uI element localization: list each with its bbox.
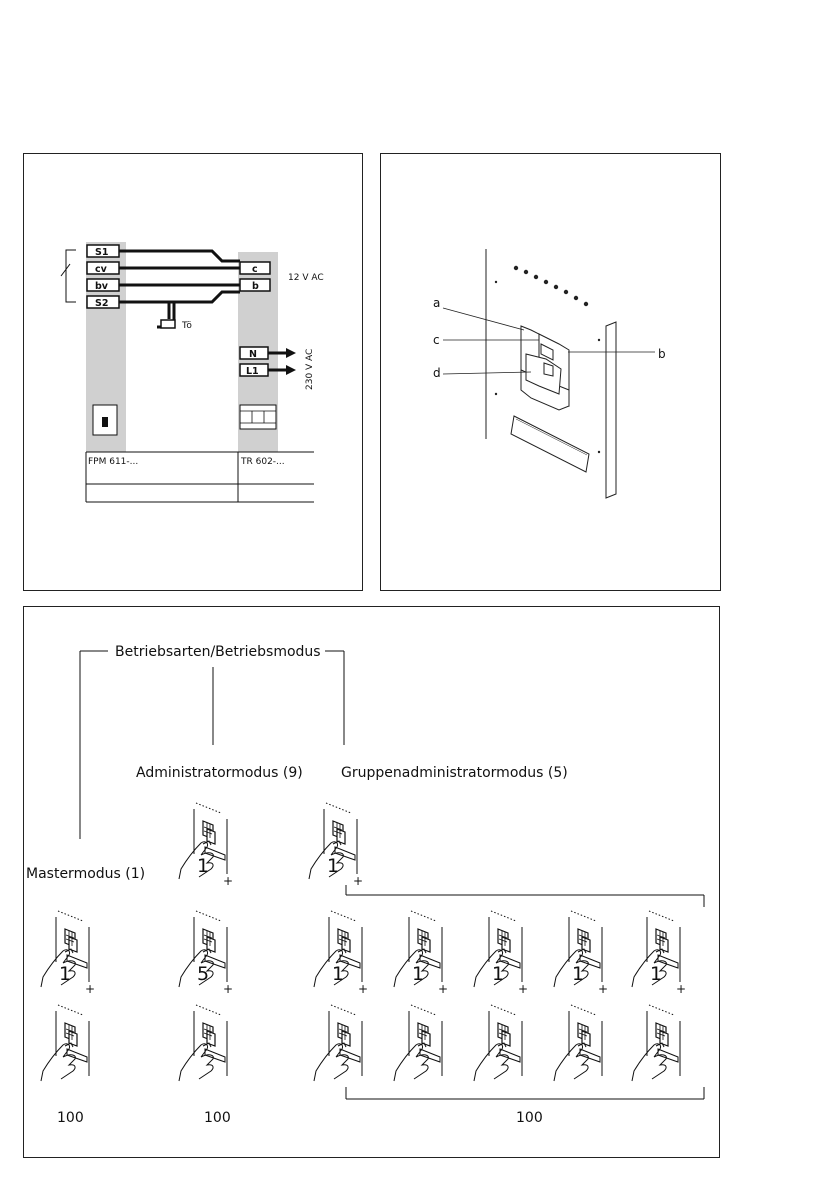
svg-text:1: 1 xyxy=(492,963,504,985)
group-hand-bottom-4 xyxy=(554,1005,602,1081)
modes-title: Betriebsarten/Betriebsmodus xyxy=(115,644,321,660)
svg-text:1: 1 xyxy=(197,855,209,877)
group-admin-mode-label: Gruppenadministratormodus (5) xyxy=(341,765,568,781)
door-opener: Tö xyxy=(161,320,192,331)
mode-tree xyxy=(80,651,704,1099)
wiring-diagram: S1 cv bv S2 c b N L1 Tö xyxy=(24,154,362,590)
label-plate xyxy=(511,416,589,472)
switch-mechanism xyxy=(521,326,569,410)
svg-text:1: 1 xyxy=(650,963,662,985)
terminal-bv: bv xyxy=(87,279,119,292)
svg-text:b: b xyxy=(252,281,259,292)
svg-text:+: + xyxy=(518,982,528,996)
mounting-panel: a c d b xyxy=(380,153,721,591)
terminal-n: N xyxy=(240,347,268,360)
master-hand-mid: 1 + xyxy=(41,911,95,996)
group-hand-mid-1: 1 + xyxy=(314,911,368,996)
terminal-s2: S2 xyxy=(87,296,119,309)
device-left-label: FPM 611-... xyxy=(88,457,138,467)
wiring-panel: S1 cv bv S2 c b N L1 Tö xyxy=(23,153,363,591)
voltage-12v-label: 12 V AC xyxy=(288,273,324,283)
svg-text:5: 5 xyxy=(197,963,209,985)
device-right-label: TR 602-... xyxy=(240,457,285,467)
svg-text:L1: L1 xyxy=(246,366,259,377)
svg-text:c: c xyxy=(252,264,258,275)
master-hand-bottom xyxy=(41,1005,89,1081)
modes-panel: Betriebsarten/Betriebsmodus Administrato… xyxy=(23,606,720,1158)
group-hand-mid-5: 1 + xyxy=(632,911,686,996)
callout-b: b xyxy=(658,347,666,361)
switch-icon xyxy=(93,405,117,435)
terminal-cv: cv xyxy=(87,262,119,275)
group-count: 100 xyxy=(516,1110,543,1126)
svg-text:S1: S1 xyxy=(95,247,108,258)
svg-text:+: + xyxy=(676,982,686,996)
svg-text:Tö: Tö xyxy=(181,321,192,331)
svg-text:1: 1 xyxy=(572,963,584,985)
group-admin-hand-top: 1 + xyxy=(309,803,363,888)
svg-text:+: + xyxy=(223,982,233,996)
svg-text:+: + xyxy=(598,982,608,996)
group-hand-bottom-3 xyxy=(474,1005,522,1081)
svg-text:S2: S2 xyxy=(95,298,108,309)
terminal-b: b xyxy=(240,279,270,292)
svg-text:1: 1 xyxy=(332,963,344,985)
voltage-230v-label: 230 V AC xyxy=(305,349,315,390)
callout-c: c xyxy=(433,333,440,347)
callout-d: d xyxy=(433,366,441,380)
group-hand-mid-2: 1 + xyxy=(394,911,448,996)
admin-hand-mid: 5 + xyxy=(179,911,233,996)
svg-text:1: 1 xyxy=(59,963,71,985)
callout-a: a xyxy=(433,296,440,310)
wires xyxy=(119,251,240,327)
terminal-l1: L1 xyxy=(240,364,268,377)
svg-text:+: + xyxy=(438,982,448,996)
svg-text:N: N xyxy=(249,349,257,360)
svg-text:1: 1 xyxy=(327,855,339,877)
svg-text:+: + xyxy=(223,874,233,888)
group-hand-mid-4: 1 + xyxy=(554,911,608,996)
admin-hand-bottom xyxy=(179,1005,227,1081)
group-hand-bottom-2 xyxy=(394,1005,442,1081)
master-count: 100 xyxy=(57,1110,84,1126)
admin-hand-top: 1 + xyxy=(179,803,233,888)
group-hand-bottom-1 xyxy=(314,1005,362,1081)
admin-count: 100 xyxy=(204,1110,231,1126)
svg-text:+: + xyxy=(353,874,363,888)
terminal-s1: S1 xyxy=(87,245,119,258)
group-hand-bottom-5 xyxy=(632,1005,680,1081)
svg-text:+: + xyxy=(85,982,95,996)
svg-text:bv: bv xyxy=(95,281,109,292)
terminal-c: c xyxy=(240,262,270,275)
group-hand-mid-3: 1 + xyxy=(474,911,528,996)
svg-text:cv: cv xyxy=(95,264,108,275)
master-mode-label: Mastermodus (1) xyxy=(26,866,145,882)
modes-diagram: Betriebsarten/Betriebsmodus Administrato… xyxy=(24,607,719,1157)
svg-text:+: + xyxy=(358,982,368,996)
din-module-icon xyxy=(240,405,276,429)
svg-text:1: 1 xyxy=(412,963,424,985)
admin-mode-label: Administratormodus (9) xyxy=(136,765,303,781)
mounting-diagram: a c d b xyxy=(381,154,720,590)
